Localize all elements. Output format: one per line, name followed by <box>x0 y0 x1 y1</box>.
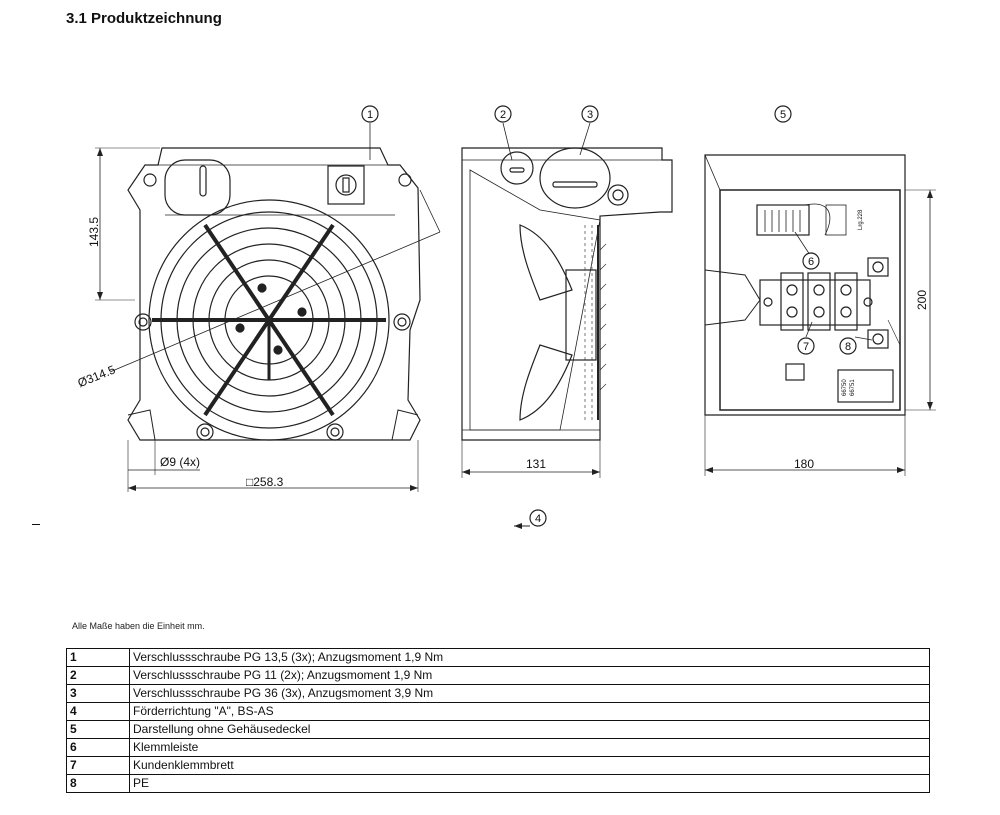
terminal-strip <box>756 204 810 236</box>
svg-text:5: 5 <box>780 109 786 121</box>
svg-text:2: 2 <box>500 109 506 121</box>
fan-guard <box>148 199 390 441</box>
mounting-hole <box>196 423 214 441</box>
terminal-box-view <box>704 154 936 476</box>
fan-blade <box>519 344 573 421</box>
gland-pg13-front <box>327 165 365 205</box>
dimension-hole: Ø9 (4x) <box>160 455 200 469</box>
component-label: 66750 <box>842 379 848 396</box>
margin-mark <box>32 524 40 525</box>
mounting-hole <box>134 313 152 331</box>
gland-pg11-side <box>500 151 534 185</box>
label-plate <box>837 369 894 403</box>
component-label: 66751 <box>850 379 856 396</box>
svg-text:4: 4 <box>535 513 541 525</box>
motor <box>565 269 597 361</box>
customer-terminal-board <box>759 279 871 326</box>
callout-marker: 4 <box>529 509 547 527</box>
technical-drawing: 1 2 3 4 5 6 7 8 143.5 Ø314.5 Ø9 (4x) □25… <box>76 105 936 529</box>
component-label: Lrg.228 <box>858 209 864 230</box>
gland-pg36-front <box>164 159 231 216</box>
side-view <box>461 147 673 478</box>
mounting-hole <box>143 173 157 187</box>
front-view <box>95 147 441 492</box>
callout-marker: 7 <box>797 337 815 355</box>
callout-marker: 2 <box>494 105 512 123</box>
dimension-180: 180 <box>794 457 814 471</box>
gland-pg36-side <box>539 147 611 209</box>
svg-text:1: 1 <box>367 109 373 121</box>
callout-marker: 1 <box>361 105 379 123</box>
mounting-hole <box>393 313 411 331</box>
callout-marker: 3 <box>581 105 599 123</box>
dimension-143-5: 143.5 <box>87 217 101 247</box>
section-heading: 3.1 Produktzeichnung <box>66 10 222 27</box>
mounting-hole <box>326 423 344 441</box>
dimension-200: 200 <box>915 290 929 310</box>
callout-marker: 5 <box>774 105 792 123</box>
svg-text:3: 3 <box>587 109 593 121</box>
dimension-diameter: Ø314.5 <box>76 362 118 390</box>
fan-blade <box>519 224 573 301</box>
dimension-square: □258.3 <box>246 475 284 489</box>
svg-text:6: 6 <box>808 256 814 268</box>
dimension-131: 131 <box>526 457 546 471</box>
pe-terminal <box>867 329 889 349</box>
svg-text:7: 7 <box>803 341 809 353</box>
callout-marker: 6 <box>802 252 820 270</box>
mounting-hole <box>398 173 412 187</box>
callout-marker: 8 <box>839 337 857 355</box>
svg-text:8: 8 <box>845 341 851 353</box>
unit-note: Alle Maße haben die Einheit mm. <box>72 621 205 631</box>
